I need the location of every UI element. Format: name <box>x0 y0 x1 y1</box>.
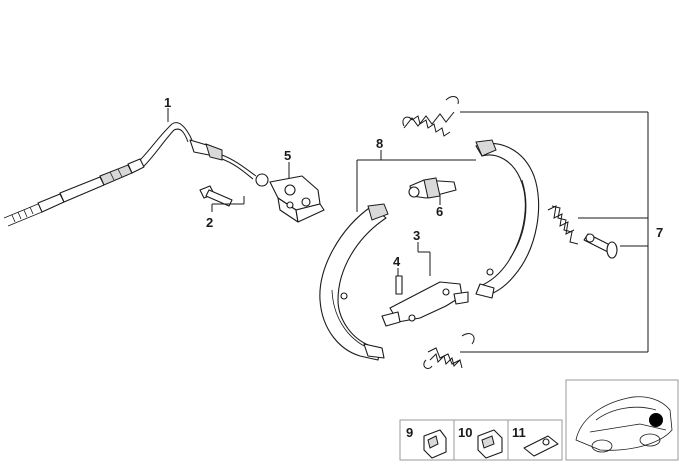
handbrake-cable[interactable] <box>3 108 269 227</box>
callout-2: 2 <box>206 215 213 230</box>
location-marker <box>649 413 663 427</box>
callout-3-bracket <box>417 242 431 276</box>
callout-3: 3 <box>413 228 420 243</box>
callout-6: 6 <box>436 204 443 219</box>
part-box-9[interactable] <box>399 419 455 461</box>
callout-7: 7 <box>656 225 663 240</box>
bolt[interactable] <box>199 185 245 212</box>
callout-9: 9 <box>406 425 413 440</box>
vehicle-locator-thumbnail[interactable] <box>565 379 679 461</box>
callout-1: 1 <box>164 95 171 110</box>
cable-bracket[interactable] <box>269 162 325 223</box>
callout-4: 4 <box>393 254 401 269</box>
part-box-11[interactable] <box>507 419 563 461</box>
callout-11: 11 <box>512 425 526 440</box>
adjuster[interactable] <box>408 177 457 205</box>
callout-8-bracket <box>356 150 476 212</box>
left-brake-shoe[interactable] <box>319 203 389 361</box>
upper-return-spring[interactable] <box>402 96 459 137</box>
hold-down-pin[interactable] <box>583 233 618 259</box>
callout-10: 10 <box>458 425 472 440</box>
expander-lever[interactable] <box>381 281 469 327</box>
callout-7-bracket <box>460 111 649 353</box>
right-brake-shoe[interactable] <box>475 139 540 299</box>
callout-8: 8 <box>376 136 383 151</box>
pin[interactable] <box>395 268 403 295</box>
lower-return-spring[interactable] <box>423 333 475 369</box>
compression-spring[interactable] <box>547 205 579 245</box>
part-box-10[interactable] <box>453 419 509 461</box>
callout-5: 5 <box>284 148 291 163</box>
